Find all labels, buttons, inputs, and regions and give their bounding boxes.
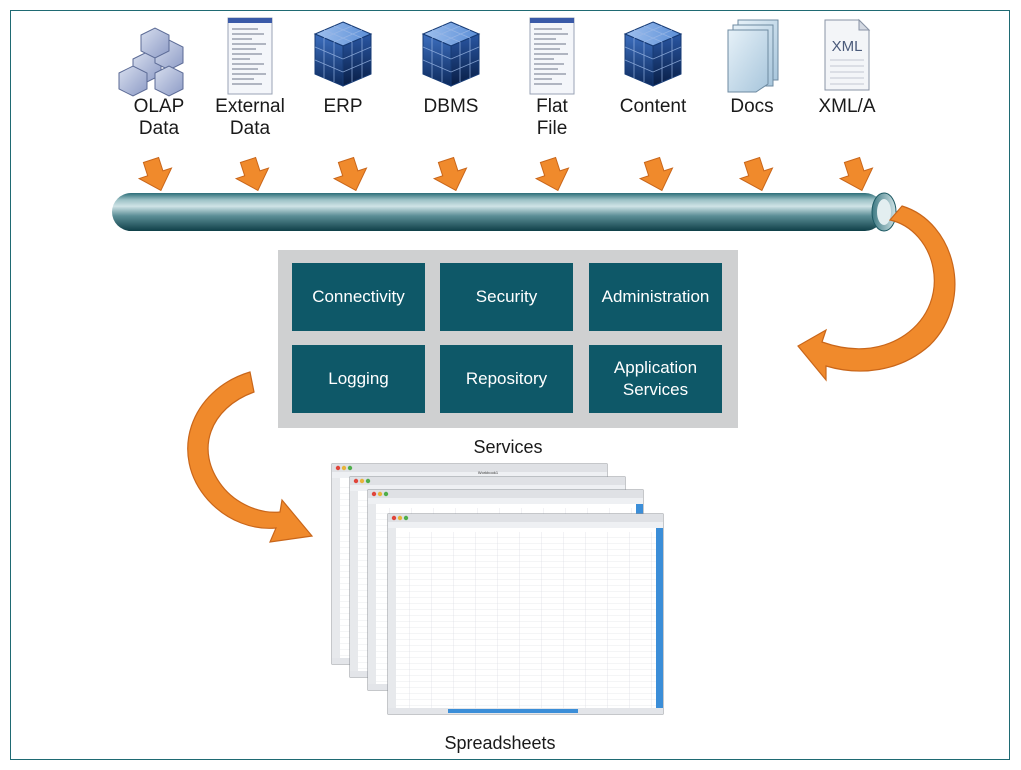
olap-cubes-icon [118,27,184,97]
arrow-down-icon [835,154,879,197]
source-label-external-data: External Data [215,96,285,139]
service-administration: Administration [589,263,722,331]
spreadsheet-title: Workbook1 [478,470,499,475]
source-label-flat-file: Flat File [536,96,568,139]
xml-icon-text: XML [832,38,863,55]
data-cube-icon [313,21,373,87]
services-caption: Services [473,437,543,457]
spreadsheet-window [387,513,664,715]
services-panel: Connectivity Security Administration Log… [278,250,738,428]
data-pipe [112,192,897,232]
service-connectivity: Connectivity [292,263,425,331]
source-label-content: Content [619,96,687,117]
source-arrows [134,154,879,197]
service-application-services: Application Services [589,345,722,413]
service-repository: Repository [440,345,573,413]
curved-arrow-to-services-icon [797,205,956,382]
arrow-down-icon [531,154,575,197]
arrow-down-icon [231,154,275,197]
document-screen-icon [529,17,575,95]
arrow-down-icon [429,154,473,197]
source-label-erp: ERP [323,96,363,117]
xml-file-icon: XML [824,18,871,91]
source-label-xmla: XML/A [818,96,876,117]
data-cube-icon [421,21,481,87]
arrow-down-icon [329,154,373,197]
arrow-down-icon [735,154,779,197]
document-screen-icon [227,17,273,95]
arrow-down-icon [134,154,178,197]
spreadsheets-caption: Spreadsheets [444,733,556,753]
source-label-docs: Docs [730,96,774,117]
document-stack-icon [727,19,779,93]
source-label-dbms: DBMS [423,96,479,117]
arrow-down-icon [635,154,679,197]
spreadsheet-stack: Workbook1 [331,463,664,715]
data-cube-icon [623,21,683,87]
service-logging: Logging [292,345,425,413]
curved-arrow-to-spreadsheets-icon [187,371,314,543]
source-label-olap: OLAP Data [133,96,185,139]
service-security: Security [440,263,573,331]
